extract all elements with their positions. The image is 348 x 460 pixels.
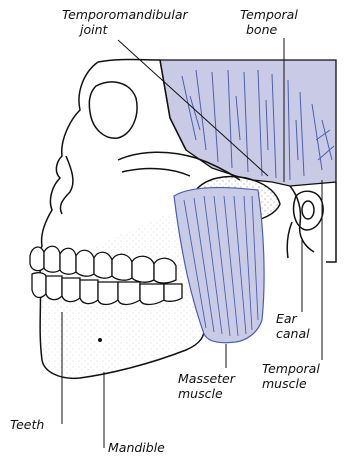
label-teeth: Teeth	[10, 418, 44, 432]
label-masseter-line2: muscle	[178, 387, 223, 401]
label-tmj-line2: joint	[80, 23, 107, 37]
label-tmj-line1: Temporomandibular	[62, 8, 188, 22]
label-temporal-bone-line1: Temporal	[240, 8, 298, 22]
label-masseter-line1: Masseter	[178, 372, 235, 386]
label-temporal-muscle-line1: Temporal	[262, 362, 320, 376]
ear-canal-shape	[287, 191, 323, 258]
label-mandible: Mandible	[108, 441, 165, 455]
temporal-muscle-region	[160, 60, 336, 186]
label-temporal-bone-line2: bone	[246, 23, 277, 37]
label-ear-canal-line2: canal	[276, 327, 310, 341]
label-ear-canal-line1: Ear	[276, 312, 297, 326]
label-temporal-muscle-line2: muscle	[262, 377, 307, 391]
